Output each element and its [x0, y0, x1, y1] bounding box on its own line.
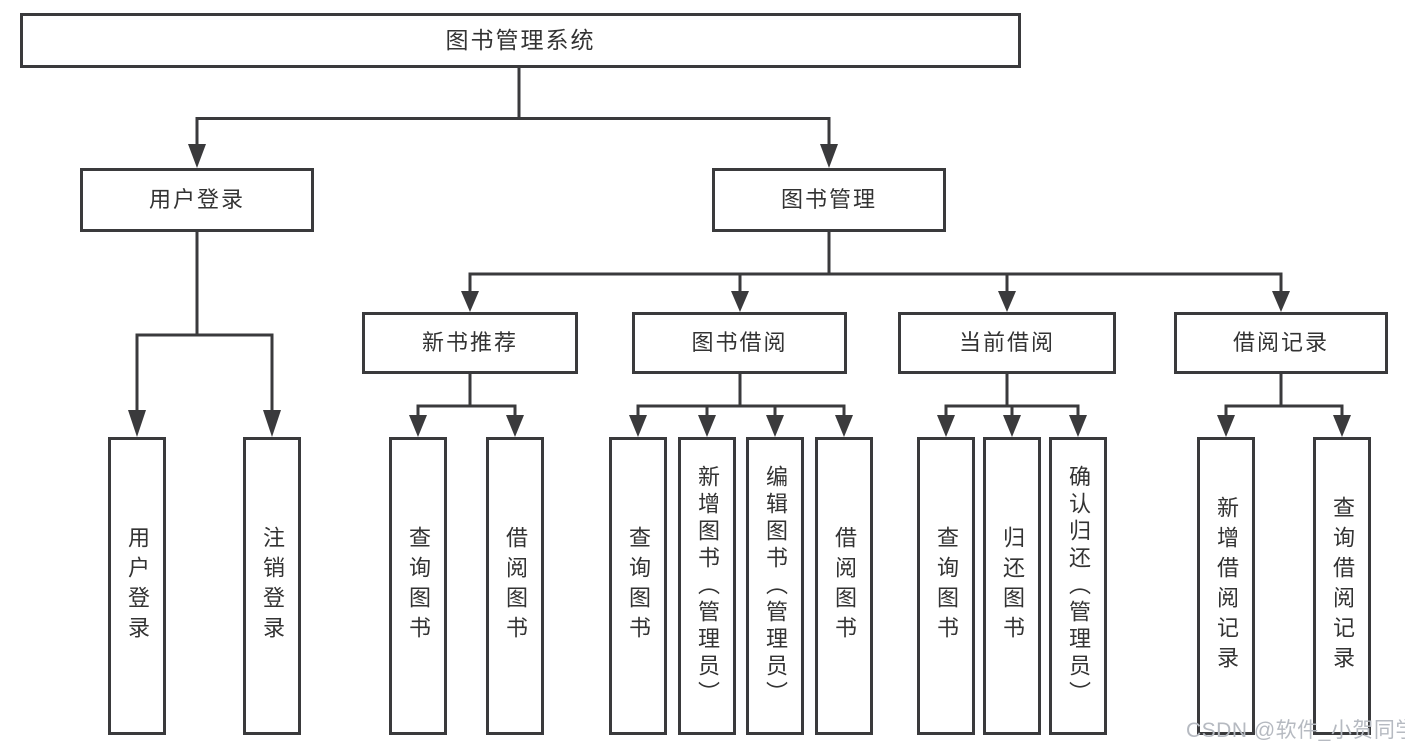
leaf-borrow-borrow-books: 借阅图书	[815, 437, 873, 735]
connectors-current-borrow	[937, 374, 1087, 437]
leaf-records-add-record: 新增借阅记录	[1197, 437, 1255, 735]
node-current-borrow: 当前借阅	[898, 312, 1116, 374]
node-root: 图书管理系统	[20, 13, 1021, 68]
connectors-book-mgmt-to-level3	[461, 232, 1290, 312]
connectors-user-login-subtree	[128, 232, 281, 437]
node-book-management: 图书管理	[712, 168, 946, 232]
watermark: CSDN @软件_小贺同学	[1186, 719, 1405, 742]
node-borrow-records: 借阅记录	[1174, 312, 1388, 374]
leaf-borrow-edit-books-admin: 编辑图书（管理员）	[746, 437, 804, 735]
leaf-user-login: 用户登录	[108, 437, 166, 735]
node-new-book-recommend: 新书推荐	[362, 312, 578, 374]
leaf-recommend-query-books: 查询图书	[389, 437, 447, 735]
leaf-logout: 注销登录	[243, 437, 301, 735]
node-book-borrow: 图书借阅	[632, 312, 847, 374]
connectors-root-to-level2	[188, 68, 838, 168]
leaf-current-confirm-return-admin: 确认归还（管理员）	[1049, 437, 1107, 735]
leaf-borrow-query-books: 查询图书	[609, 437, 667, 735]
leaf-current-query-books: 查询图书	[917, 437, 975, 735]
leaf-borrow-add-books-admin: 新增图书（管理员）	[678, 437, 736, 735]
connectors-book-borrow	[629, 374, 853, 437]
leaf-current-return-books: 归还图书	[983, 437, 1041, 735]
leaf-records-query-record: 查询借阅记录	[1313, 437, 1371, 735]
connectors-new-book-recommend	[409, 374, 524, 437]
node-user-login: 用户登录	[80, 168, 314, 232]
connectors-borrow-records	[1217, 374, 1351, 437]
leaf-recommend-borrow-books: 借阅图书	[486, 437, 544, 735]
